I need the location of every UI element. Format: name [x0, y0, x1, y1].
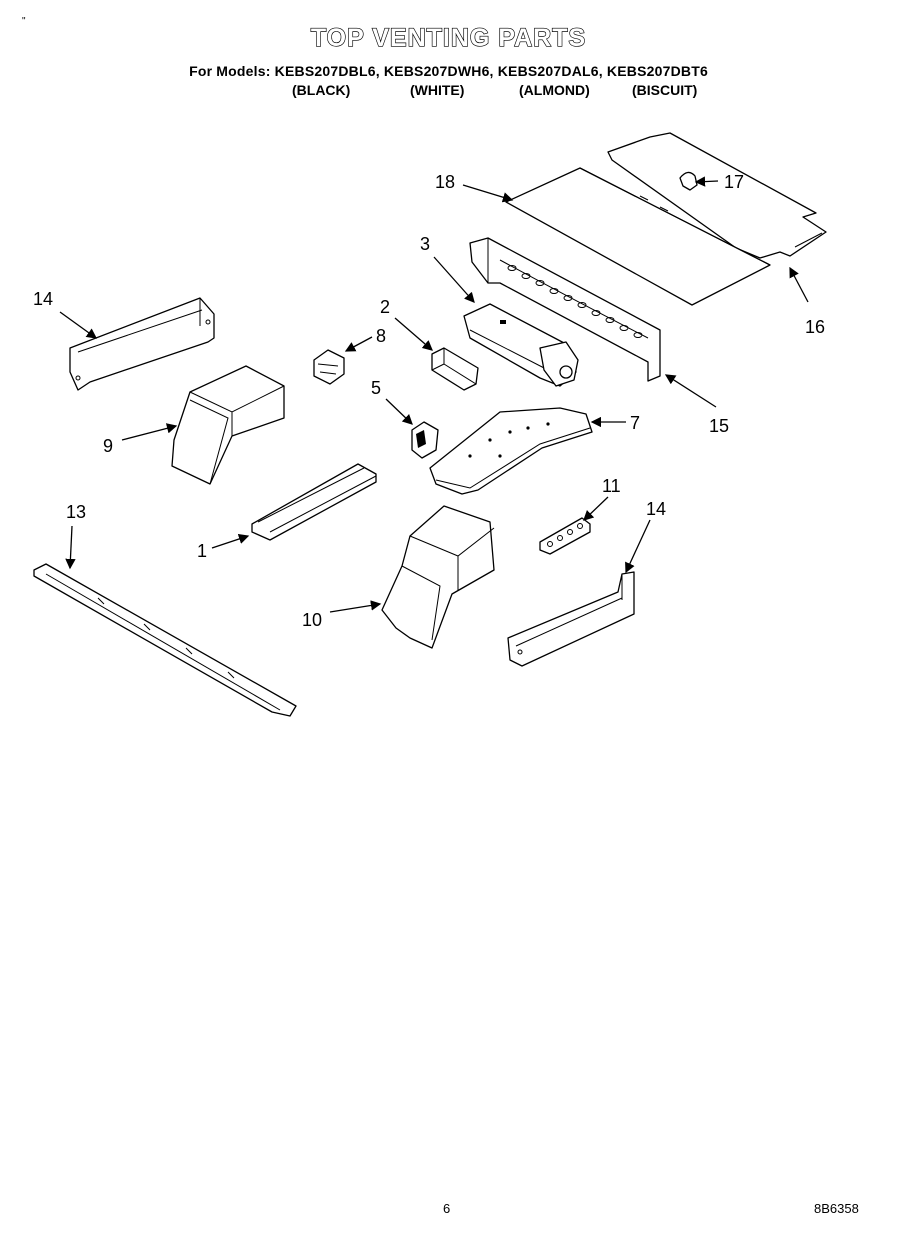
page-number: 6 — [443, 1201, 451, 1216]
callout-7: 7 — [630, 413, 640, 433]
part-10-duct-shroud — [381, 505, 495, 649]
callout-16: 16 — [805, 317, 825, 337]
part-9-duct — [171, 365, 285, 485]
color-black: (BLACK) — [292, 82, 351, 98]
callout-10: 10 — [302, 610, 322, 630]
part-8-switch — [313, 349, 345, 385]
callout-17: 17 — [724, 172, 744, 192]
document-code: 8B6358 — [814, 1201, 859, 1216]
callout-11: 11 — [602, 476, 621, 496]
part-17-clip — [679, 171, 698, 191]
callout-1: 1 — [197, 541, 207, 561]
leader-arrows — [59, 176, 809, 613]
callout-8: 8 — [376, 326, 386, 346]
part-18-vent-panel — [505, 167, 771, 306]
part-16-top-panel — [607, 132, 827, 259]
part-11-terminal-block — [539, 517, 591, 555]
color-almond: (ALMOND) — [519, 82, 590, 98]
callout-13: 13 — [66, 502, 86, 522]
callout-5: 5 — [371, 378, 381, 398]
part-3-latch-assembly — [463, 303, 579, 387]
part-1-channel — [251, 463, 377, 541]
part-13-long-strip — [33, 563, 297, 717]
callout-2: 2 — [380, 297, 390, 317]
part-14-side-bracket-upper — [69, 297, 215, 391]
part-5-switch — [411, 421, 439, 459]
part-2-block — [431, 347, 479, 391]
part-14-side-bracket-lower — [507, 571, 635, 667]
callout-9: 9 — [103, 436, 113, 456]
callout-3: 3 — [420, 234, 430, 254]
page-title: TOP VENTING PARTS — [310, 23, 587, 52]
callout-15: 15 — [709, 416, 729, 436]
color-white: (WHITE) — [410, 82, 465, 98]
callout-14-lower: 14 — [646, 499, 666, 519]
color-biscuit: (BISCUIT) — [632, 82, 698, 98]
part-7-mounting-plate — [429, 407, 593, 495]
part-15-perforated-bracket — [469, 237, 661, 382]
margin-mark: " — [22, 16, 26, 27]
callout-14-upper: 14 — [33, 289, 53, 309]
models-line: For Models: KEBS207DBL6, KEBS207DWH6, KE… — [189, 63, 708, 79]
callout-18: 18 — [435, 172, 455, 192]
